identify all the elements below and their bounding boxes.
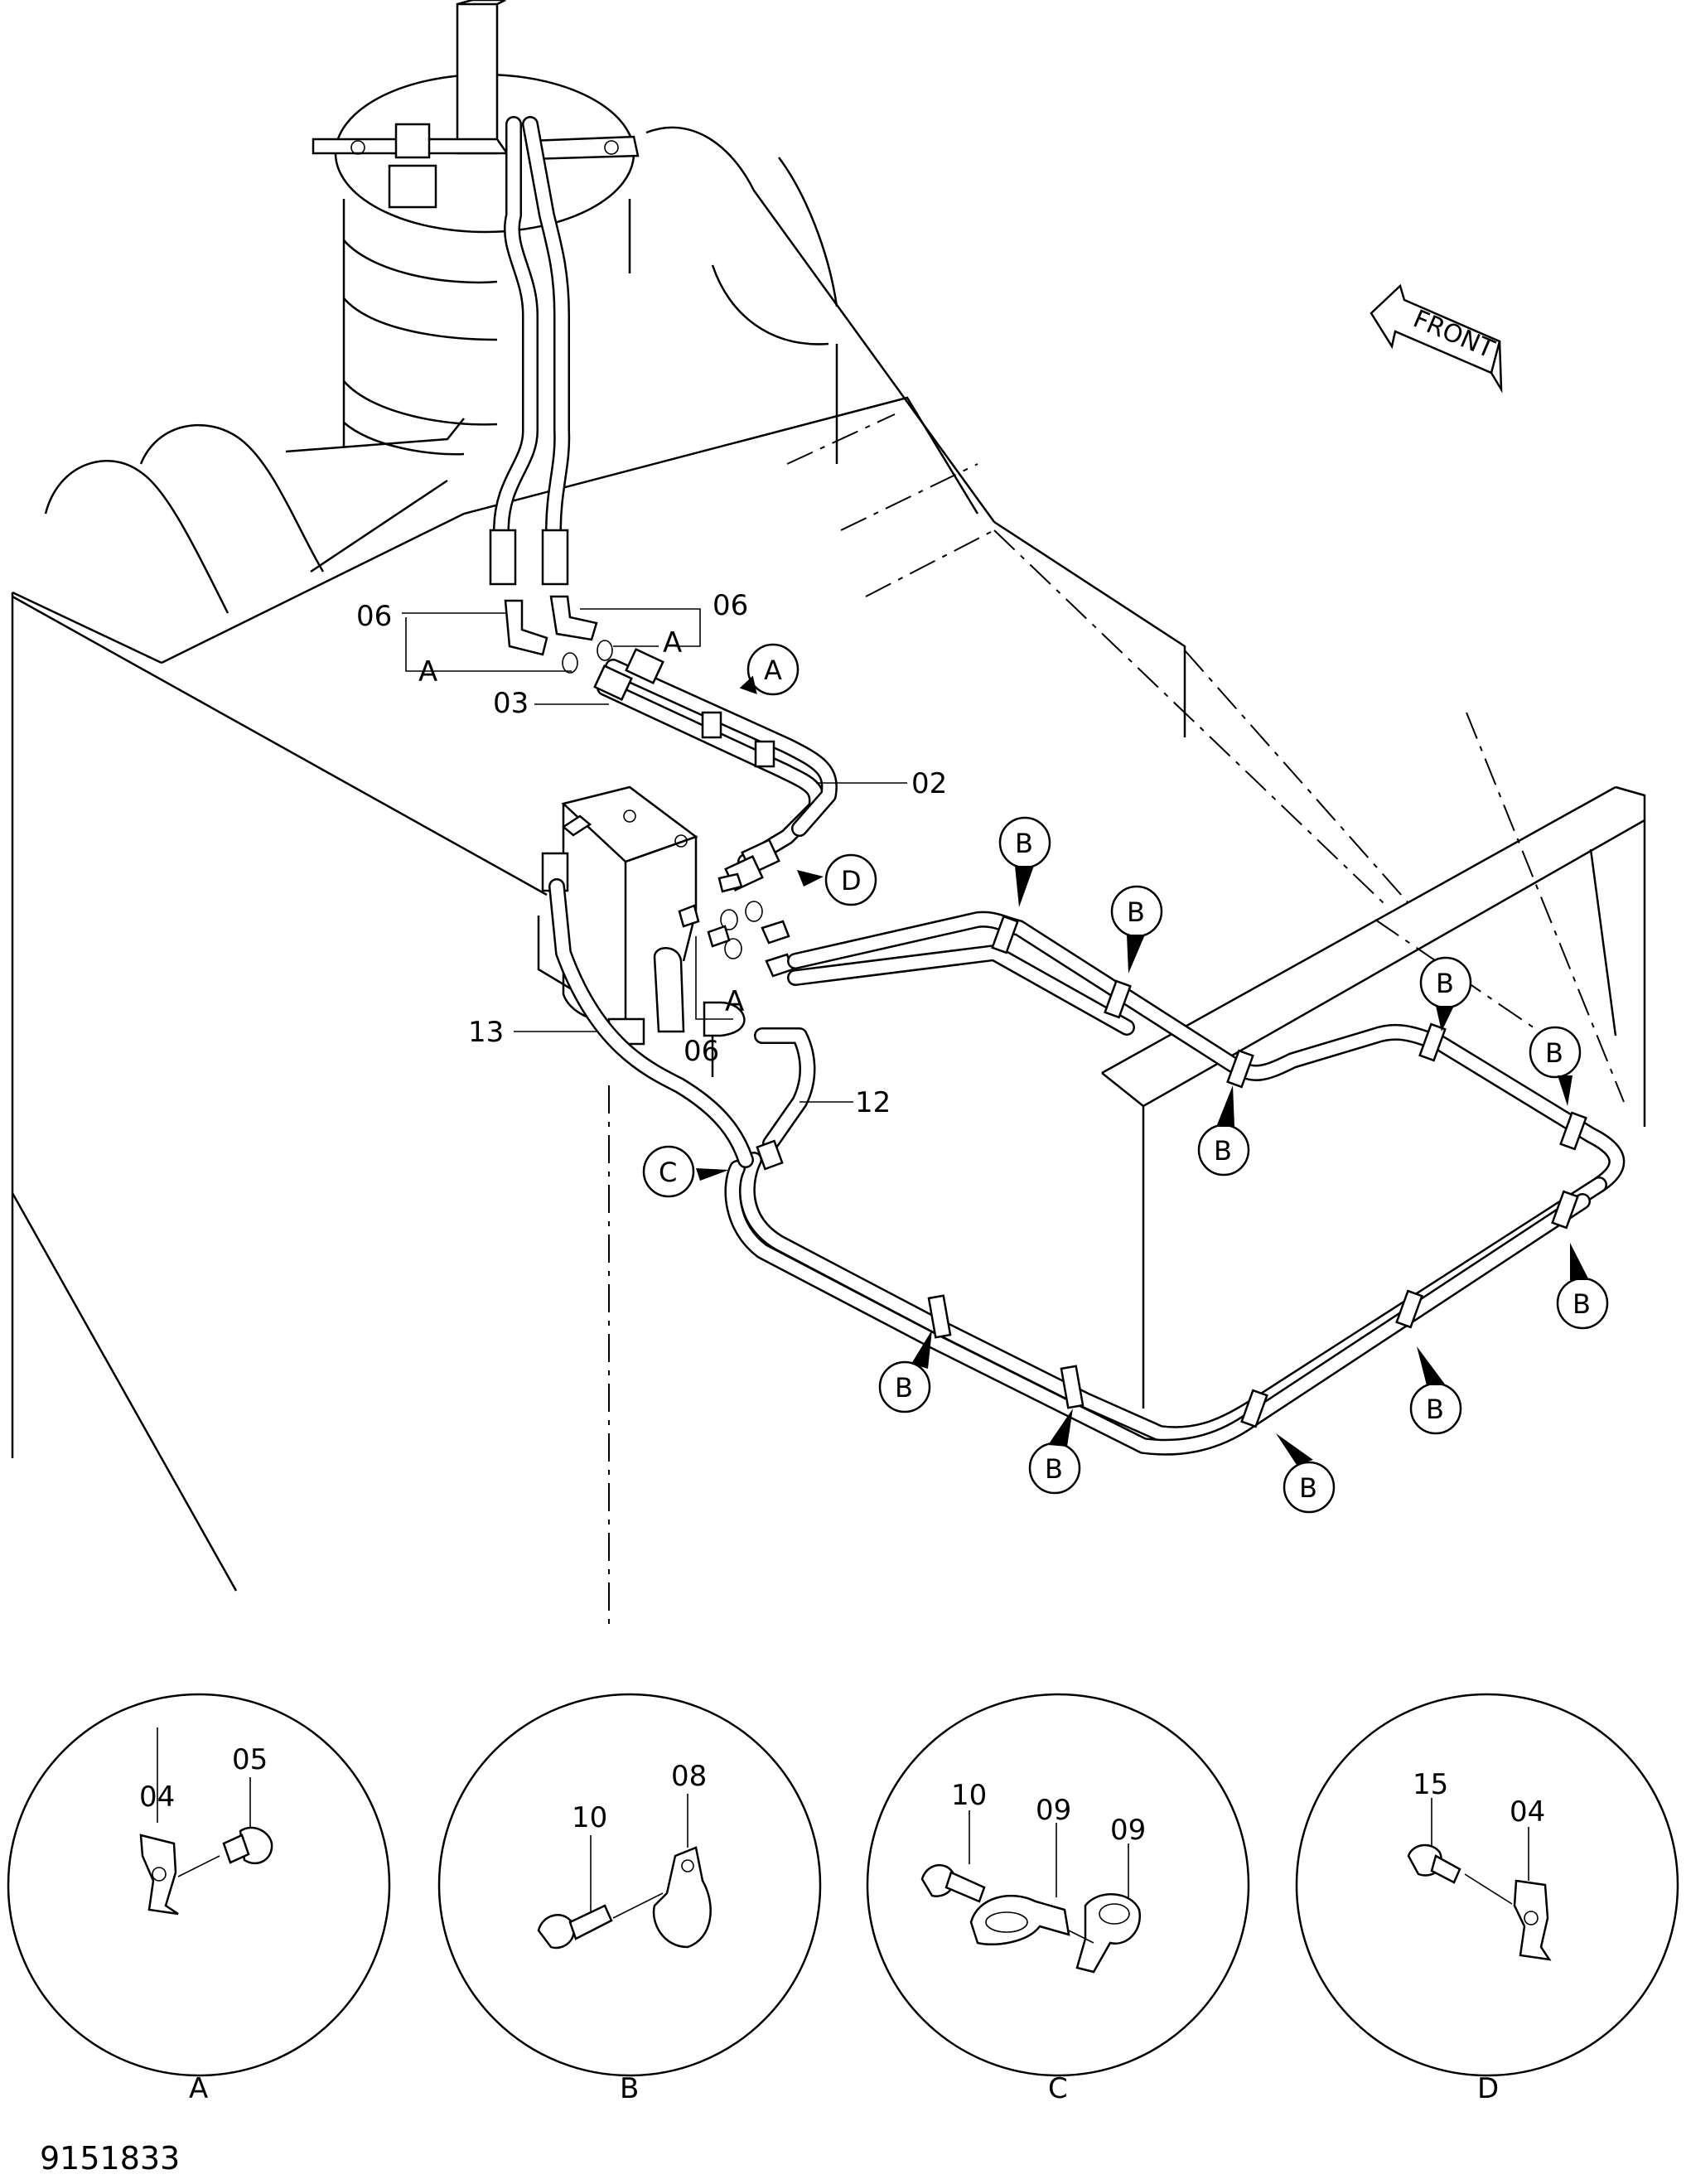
- label-06-right: 06: [713, 589, 748, 622]
- callout-c: C: [642, 1145, 729, 1198]
- detail-c: 10 09 09 C: [866, 1693, 1250, 2105]
- callout-b-5: B: [1197, 1085, 1250, 1177]
- detail-d: 15 04 D: [1295, 1693, 1679, 2105]
- detail-a-id: A: [189, 2072, 208, 2105]
- callouts: A D C B B B B B B B B B B: [642, 643, 1609, 1514]
- callout-b-6: B: [1556, 1243, 1609, 1330]
- label-a-lower: A: [725, 985, 744, 1018]
- callout-b-2: B: [1110, 885, 1163, 974]
- drawing-number: 9151833: [40, 2140, 180, 2177]
- detail-a-label-04: 04: [139, 1781, 175, 1814]
- machine-outline: [11, 126, 1646, 1624]
- callout-b-10: B: [1276, 1433, 1336, 1514]
- label-06-left: 06: [356, 600, 392, 633]
- callout-b-label: B: [1299, 1472, 1317, 1504]
- label-a-right: A: [663, 626, 682, 660]
- callout-c-label: C: [659, 1157, 677, 1188]
- detail-a: 04 05 A: [7, 1693, 391, 2105]
- label-12: 12: [855, 1086, 891, 1119]
- detail-c-label-09a: 09: [1036, 1794, 1071, 1827]
- callout-b-label: B: [1045, 1453, 1063, 1485]
- callout-b-9: B: [1028, 1408, 1081, 1495]
- callout-b-label: B: [1426, 1394, 1444, 1425]
- callout-b-label: B: [1214, 1135, 1232, 1167]
- label-a-left: A: [418, 655, 437, 689]
- detail-c-id: C: [1048, 2072, 1068, 2105]
- tank: [312, 0, 640, 456]
- callout-a-label: A: [764, 655, 782, 686]
- callout-b-1: B: [998, 816, 1051, 907]
- detail-b: 10 08 B: [437, 1693, 822, 2105]
- callout-b-label: B: [1572, 1288, 1591, 1320]
- callout-b-7: B: [878, 1330, 932, 1413]
- callout-d: D: [797, 853, 877, 906]
- detail-d-label-15: 15: [1413, 1768, 1448, 1801]
- label-03: 03: [493, 687, 529, 720]
- callout-b-8: B: [1409, 1346, 1462, 1435]
- detail-a-label-05: 05: [232, 1743, 268, 1776]
- callout-b-3: B: [1419, 956, 1472, 1032]
- label-02: 02: [911, 767, 947, 800]
- callout-d-label: D: [841, 865, 862, 896]
- callout-b-label: B: [1545, 1037, 1563, 1069]
- callout-b-label: B: [1015, 828, 1033, 859]
- callout-b-label: B: [1436, 968, 1454, 999]
- front-arrow: FRONT: [1370, 283, 1503, 394]
- callout-a: A: [739, 643, 800, 696]
- detail-d-label-04: 04: [1510, 1795, 1545, 1829]
- detail-b-label-08: 08: [671, 1760, 707, 1793]
- callout-b-label: B: [895, 1372, 913, 1404]
- detail-c-label-09b: 09: [1110, 1814, 1146, 1847]
- pipe-loop: [548, 878, 1626, 1456]
- pipe-02: [593, 648, 838, 891]
- detail-b-label-10: 10: [572, 1801, 607, 1834]
- detail-c-label-10: 10: [951, 1779, 987, 1812]
- hoses-from-tank: [489, 116, 613, 674]
- callout-b-4: B: [1529, 1026, 1582, 1106]
- part-labels: 06 A 06 A 03 02 13 A 06 12: [356, 589, 947, 1119]
- detail-d-id: D: [1477, 2072, 1499, 2105]
- label-06-lower: 06: [684, 1035, 719, 1068]
- detail-b-id: B: [620, 2072, 639, 2105]
- callout-b-label: B: [1127, 896, 1145, 928]
- label-13: 13: [468, 1016, 504, 1049]
